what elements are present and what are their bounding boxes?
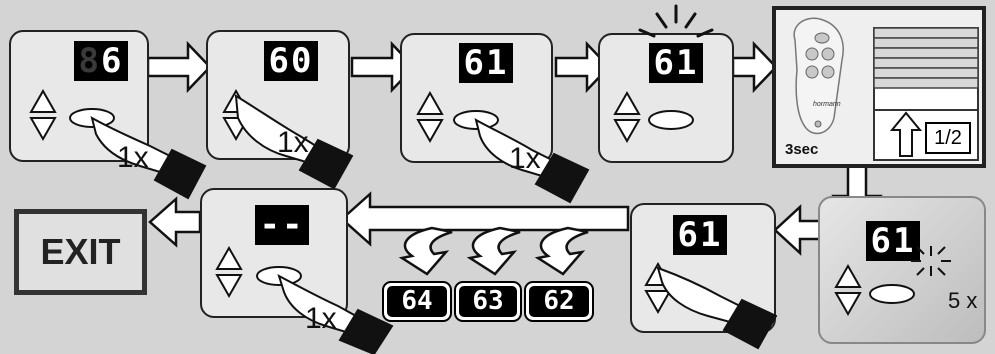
step-2-display: 60 bbox=[264, 41, 318, 81]
shutter-position-label: 1/2 bbox=[925, 122, 971, 154]
remote-icon bbox=[793, 17, 844, 135]
step-4-display: 61 bbox=[649, 43, 703, 83]
up-arrow-icon bbox=[613, 90, 641, 115]
hand-icon bbox=[90, 116, 207, 200]
arrow-8-exit bbox=[148, 196, 202, 248]
down-arrow-icon bbox=[215, 274, 243, 299]
up-arrow-icon bbox=[416, 90, 444, 115]
hand-icon bbox=[474, 118, 590, 204]
step-1-press-count: 1x bbox=[117, 141, 149, 174]
step-8-press-count: 1x bbox=[305, 302, 337, 335]
blink-icon bbox=[638, 4, 714, 38]
option-arrow-1 bbox=[398, 226, 453, 276]
remote-brand-label: hormann bbox=[813, 101, 841, 108]
step-8-display: -- bbox=[255, 205, 309, 245]
up-arrow-icon bbox=[29, 88, 57, 113]
option-arrow-3 bbox=[534, 226, 589, 276]
down-arrow-icon bbox=[29, 117, 57, 142]
down-arrow-icon bbox=[644, 290, 672, 315]
blink-dot-icon bbox=[911, 246, 951, 276]
up-arrow-icon bbox=[889, 111, 923, 157]
ok-button-icon bbox=[648, 110, 694, 130]
option-display-62: 62 bbox=[524, 281, 594, 322]
step-3-press-count: 1x bbox=[509, 142, 541, 175]
hand-icon bbox=[234, 94, 354, 190]
step-7-display: 61 bbox=[673, 215, 727, 255]
ok-button-icon bbox=[869, 284, 915, 304]
arrow-4-5 bbox=[731, 40, 778, 94]
hand-icon bbox=[277, 273, 394, 354]
up-arrow-icon bbox=[834, 263, 862, 288]
exit-label: EXIT bbox=[40, 231, 121, 272]
option-display-63: 63 bbox=[454, 281, 522, 322]
step-3-display: 61 bbox=[459, 43, 513, 83]
option-arrow-2 bbox=[466, 226, 521, 276]
down-arrow-icon bbox=[416, 119, 444, 144]
step-2-press-count: 1x bbox=[277, 126, 309, 159]
step-4-panel bbox=[598, 33, 734, 163]
down-arrow-icon bbox=[613, 119, 641, 144]
step-6-display: 61 bbox=[866, 221, 920, 261]
down-arrow-icon bbox=[834, 292, 862, 317]
step-6-press-count: 5 x bbox=[948, 288, 978, 313]
hand-icon bbox=[656, 266, 778, 350]
option-display-64: 64 bbox=[382, 281, 452, 322]
step-1-display: 86 bbox=[74, 41, 128, 81]
exit-box: EXIT bbox=[14, 209, 147, 295]
arrow-1-2 bbox=[146, 40, 212, 94]
arrow-7-8 bbox=[340, 191, 630, 247]
hold-duration-label: 3sec bbox=[785, 141, 819, 158]
up-arrow-icon bbox=[215, 245, 243, 270]
